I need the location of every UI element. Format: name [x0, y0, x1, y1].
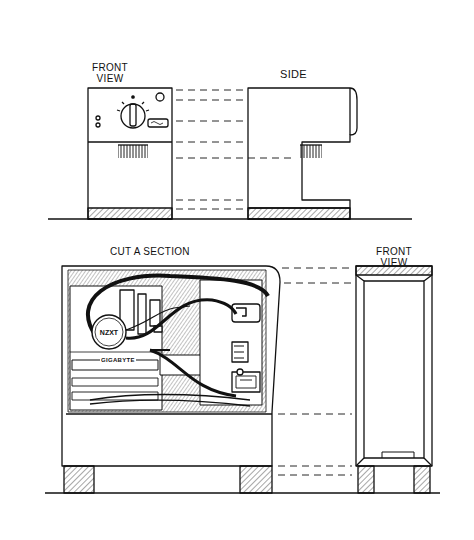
- case-section: [62, 266, 280, 493]
- view-heading: SIDE: [280, 68, 307, 80]
- brand-label: GIGABYTE: [100, 357, 136, 364]
- view-heading: CUT A SECTION: [110, 246, 190, 257]
- brand-label: NZXT: [100, 329, 118, 336]
- machine-side-view: [248, 88, 357, 219]
- view-heading: FRONT VIEW: [374, 246, 414, 268]
- projection-lines: [176, 90, 296, 209]
- projection-lines: [278, 268, 352, 475]
- case-front-view: [356, 266, 432, 493]
- machine-front-view: [88, 88, 172, 219]
- view-heading: FRONT VIEW: [90, 62, 130, 84]
- cooler-pump: NZXT: [91, 314, 127, 350]
